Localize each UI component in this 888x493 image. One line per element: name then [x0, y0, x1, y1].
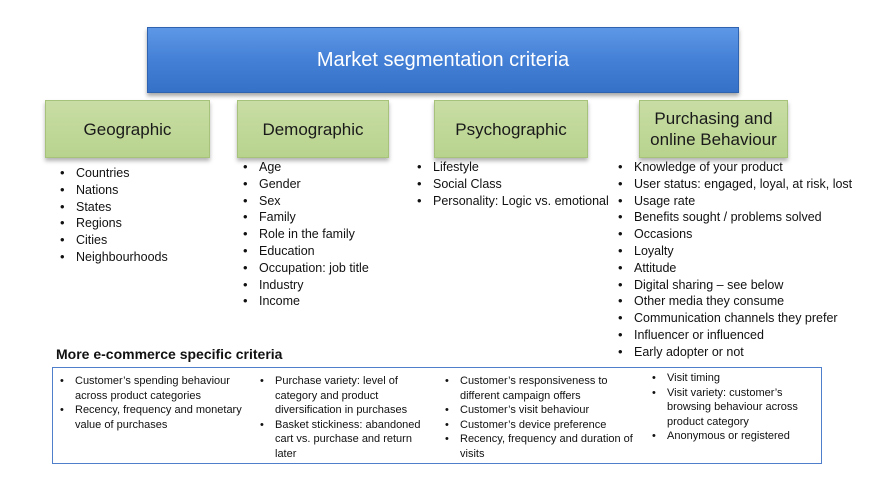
list-item: Customer’s responsiveness to different c…	[444, 374, 634, 403]
category-geographic: Geographic	[45, 100, 210, 158]
list-item: Loyalty	[618, 243, 852, 260]
list-item: Income	[243, 293, 369, 310]
list-item: Industry	[243, 277, 369, 294]
category-geographic-label: Geographic	[83, 119, 172, 139]
list-item: Countries	[60, 165, 168, 182]
list-item: Other media they consume	[618, 293, 852, 310]
list-item: Recency, frequency and duration of visit…	[444, 432, 634, 461]
list-item: Education	[243, 243, 369, 260]
list-item: Occasions	[618, 226, 852, 243]
ecommerce-column-1: Customer’s spending behaviour across pro…	[59, 374, 247, 432]
category-psychographic-label: Psychographic	[455, 119, 567, 139]
category-psychographic: Psychographic	[434, 100, 588, 158]
list-item: User status: engaged, loyal, at risk, lo…	[618, 176, 852, 193]
purchasing-list: Knowledge of your product User status: e…	[618, 159, 852, 361]
ecommerce-heading: More e-commerce specific criteria	[56, 346, 283, 362]
list-item: Family	[243, 209, 369, 226]
category-demographic: Demographic	[237, 100, 389, 158]
ecommerce-column-4: Visit timing Visit variety: customer’s b…	[651, 371, 816, 444]
list-item: Sex	[243, 193, 369, 210]
list-item: Anonymous or registered	[651, 429, 816, 444]
list-item: Digital sharing – see below	[618, 277, 852, 294]
list-item: Age	[243, 159, 369, 176]
list-item: Purchase variety: level of category and …	[259, 374, 429, 418]
list-item: Basket stickiness: abandoned cart vs. pu…	[259, 418, 429, 462]
list-item: Customer’s spending behaviour across pro…	[59, 374, 247, 403]
ecommerce-column-3: Customer’s responsiveness to different c…	[444, 374, 634, 461]
demographic-list: Age Gender Sex Family Role in the family…	[243, 159, 369, 310]
psychographic-list: Lifestyle Social Class Personality: Logi…	[417, 159, 609, 209]
list-item: Regions	[60, 215, 168, 232]
list-item: Occupation: job title	[243, 260, 369, 277]
list-item: Customer’s device preference	[444, 418, 634, 433]
list-item: Visit timing	[651, 371, 816, 386]
diagram-title-text: Market segmentation criteria	[316, 48, 570, 71]
list-item: Usage rate	[618, 193, 852, 210]
list-item: Customer’s visit behaviour	[444, 403, 634, 418]
list-item: Recency, frequency and monetary value of…	[59, 403, 247, 432]
list-item: Personality: Logic vs. emotional	[417, 193, 609, 210]
list-item: Cities	[60, 232, 168, 249]
list-item: Role in the family	[243, 226, 369, 243]
list-item: Attitude	[618, 260, 852, 277]
list-item: Neighbourhoods	[60, 249, 168, 266]
list-item: Nations	[60, 182, 168, 199]
list-item: Lifestyle	[417, 159, 609, 176]
list-item: Benefits sought / problems solved	[618, 209, 852, 226]
list-item: Visit variety: customer’s browsing behav…	[651, 386, 816, 430]
category-demographic-label: Demographic	[262, 119, 364, 139]
category-purchasing-behaviour: Purchasing and online Behaviour	[639, 100, 788, 158]
list-item: Knowledge of your product	[618, 159, 852, 176]
diagram-title: Market segmentation criteria	[147, 27, 739, 93]
list-item: States	[60, 199, 168, 216]
category-purchasing-label-line1: Purchasing and	[654, 109, 773, 128]
list-item: Social Class	[417, 176, 609, 193]
category-purchasing-label: Purchasing and online Behaviour	[650, 108, 777, 150]
list-item: Gender	[243, 176, 369, 193]
list-item: Influencer or influenced	[618, 327, 852, 344]
geographic-list: Countries Nations States Regions Cities …	[60, 165, 168, 266]
ecommerce-criteria-box: Customer’s spending behaviour across pro…	[52, 367, 822, 464]
list-item: Communication channels they prefer	[618, 310, 852, 327]
category-purchasing-label-line2: online Behaviour	[650, 130, 777, 149]
ecommerce-column-2: Purchase variety: level of category and …	[259, 374, 429, 461]
list-item: Early adopter or not	[618, 344, 852, 361]
